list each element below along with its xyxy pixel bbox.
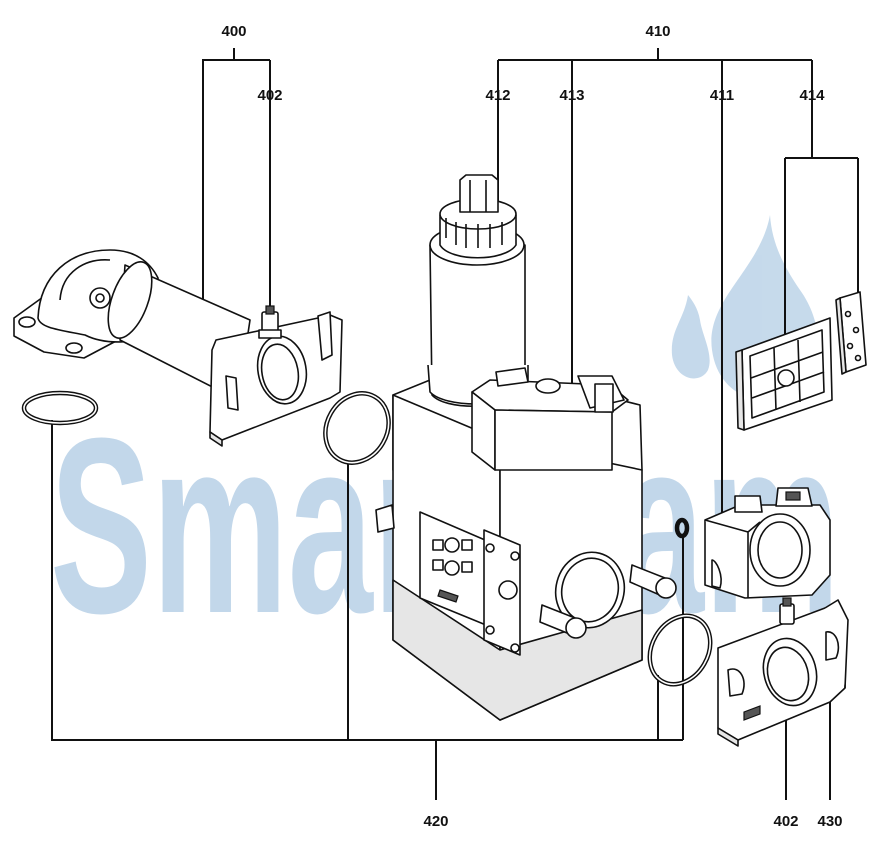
label-402-top: 402	[257, 87, 282, 104]
leader-lines	[51, 48, 859, 800]
pressure-test-nipple-bottom	[779, 597, 795, 625]
inlet-flange-elbow	[13, 249, 343, 447]
label-412: 412	[485, 87, 510, 104]
label-420: 420	[423, 813, 448, 830]
pressure-regulator-module	[704, 487, 831, 599]
filter-insert	[735, 317, 833, 431]
pressure-test-nipple-top	[258, 305, 282, 339]
part-labels: 400 402 410 412 413 411 414 420 402 430	[221, 23, 842, 830]
label-430: 430	[817, 813, 842, 830]
label-410: 410	[645, 23, 670, 40]
label-400: 400	[221, 23, 246, 40]
solenoid-actuator	[427, 174, 529, 407]
actuator-coil-cover	[471, 367, 629, 471]
label-402-bottom: 402	[773, 813, 798, 830]
outlet-flange	[717, 597, 849, 747]
gas-valve-body	[375, 379, 677, 721]
o-ring-seals	[21, 390, 713, 687]
label-414: 414	[799, 87, 825, 104]
label-411: 411	[710, 87, 734, 104]
label-413: 413	[559, 87, 584, 104]
filter-cover-plate	[835, 291, 867, 375]
